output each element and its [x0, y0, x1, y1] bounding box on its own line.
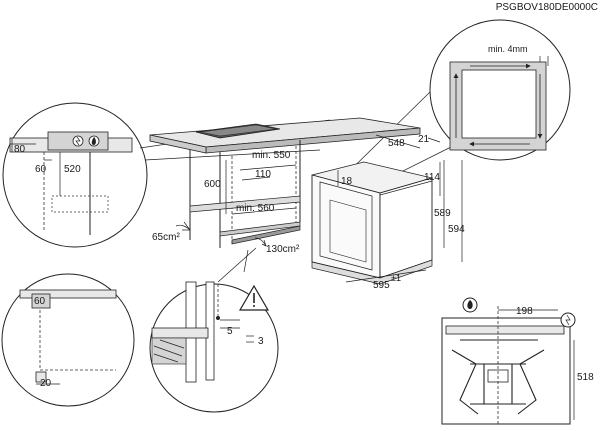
dim-595-tolerance: ±1 [391, 273, 401, 283]
airflow-arrows [453, 63, 543, 147]
dim-65cm2: 65cm² [152, 232, 180, 243]
fixing-detail: 5 3 [149, 281, 279, 413]
dim-60-left: 60 [35, 164, 47, 175]
oven-front-view: 198 518 [441, 297, 594, 425]
dim-595: 595 [373, 280, 390, 291]
cabinet-top-detail: 80 60 520 [2, 102, 331, 248]
dim-20: 20 [40, 378, 52, 389]
dim-min-560: min. 560 [236, 203, 275, 214]
dim-589: 589 [434, 208, 451, 219]
dim-594: 594 [448, 224, 465, 235]
oven-unit: 548 21 18 114 589 594 595 ±1 [311, 134, 465, 291]
document-code: PSGBOV180DE0000C [496, 2, 598, 13]
dim-600: 600 [204, 179, 221, 190]
dim-min-550: min. 550 [252, 150, 291, 161]
dim-60-box: 60 [34, 296, 46, 307]
dim-130cm2: 130cm² [266, 244, 300, 255]
dim-518: 518 [577, 372, 594, 383]
dim-198: 198 [516, 306, 533, 317]
dim-18: 18 [341, 176, 353, 187]
dim-548: 548 [388, 138, 405, 149]
ventilation-gap-detail: min. 4mm [319, 19, 571, 211]
dim-3: 3 [258, 336, 264, 347]
dim-5: 5 [227, 326, 233, 337]
min-4mm-label: min. 4mm [488, 44, 528, 54]
side-gap-detail: 60 20 [1, 273, 135, 407]
dim-110: 110 [255, 169, 271, 180]
dim-80: 80 [14, 144, 26, 155]
dim-114: 114 [424, 172, 440, 183]
kitchen-cabinet: 600 min. 550 110 min. 560 65cm² 130cm² [149, 117, 421, 283]
dim-21: 21 [418, 134, 430, 145]
dim-520: 520 [64, 164, 81, 175]
